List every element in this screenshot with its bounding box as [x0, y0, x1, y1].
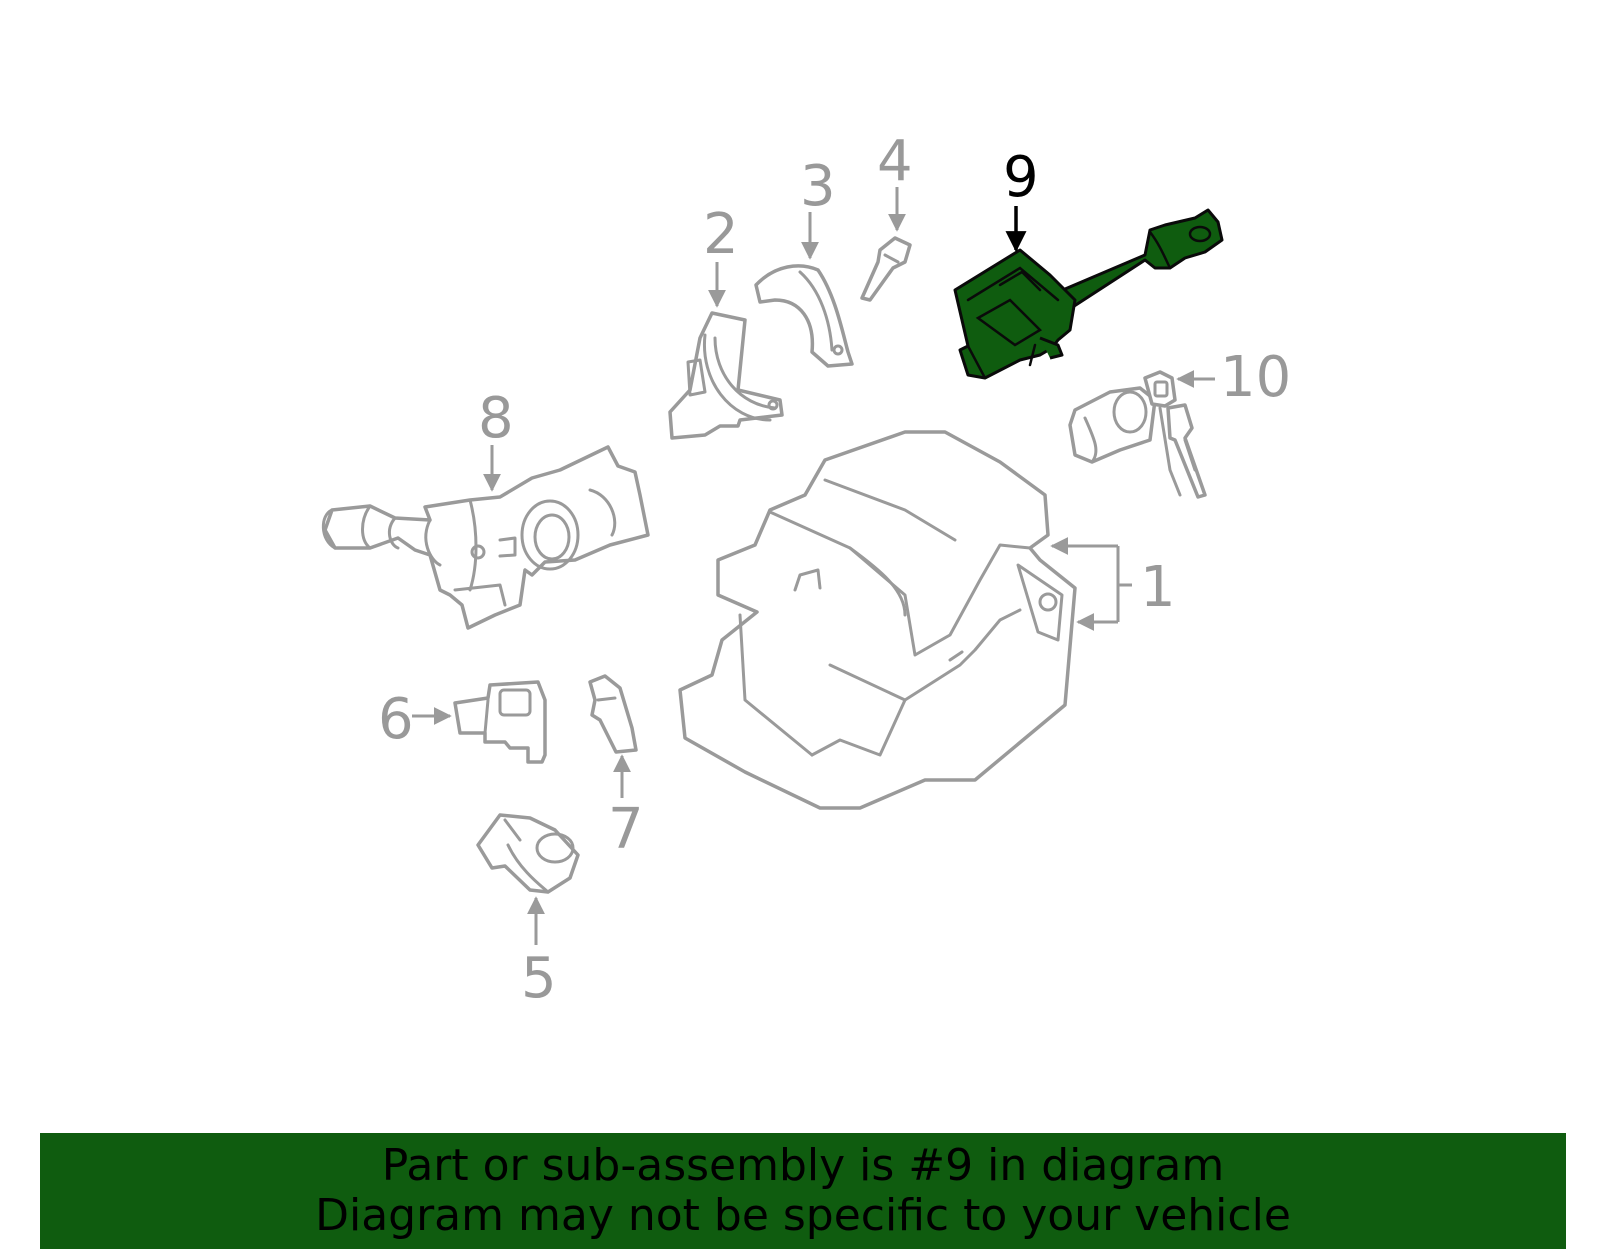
callout-2: 2: [703, 202, 739, 267]
part-10-ignition-cylinder: [1068, 370, 1207, 499]
callout-1: 1: [1140, 555, 1176, 620]
callout-9: 9: [1003, 145, 1039, 210]
part-2-bracket: [668, 311, 784, 440]
banner-line-1: Part or sub-assembly is #9 in diagram: [381, 1140, 1225, 1191]
callout-6: 6: [378, 687, 414, 752]
part-5-housing: [476, 813, 580, 894]
part-6-switch: [453, 680, 547, 764]
info-banner: Part or sub-assembly is #9 in diagram Di…: [40, 1133, 1566, 1249]
callout-4: 4: [877, 129, 913, 194]
part-1-column-cover: [678, 430, 1077, 810]
callout-3: 3: [800, 154, 836, 219]
part-7-pad: [588, 674, 638, 754]
callout-10: 10: [1220, 345, 1291, 410]
callout-5: 5: [521, 946, 557, 1011]
banner-line-2: Diagram may not be specific to your vehi…: [315, 1190, 1291, 1241]
callout-8: 8: [478, 386, 514, 451]
callout-7: 7: [608, 797, 644, 862]
part-4-bolt: [860, 236, 912, 302]
part-9-highlighted-switch: [953, 208, 1224, 380]
part-8-combination-switch: [321, 445, 650, 630]
leader-1-bracket: [1116, 546, 1132, 622]
parts-diagram: 1 2 3 4 5 6 7: [321, 129, 1291, 1011]
part-3-clamp: [754, 264, 854, 368]
